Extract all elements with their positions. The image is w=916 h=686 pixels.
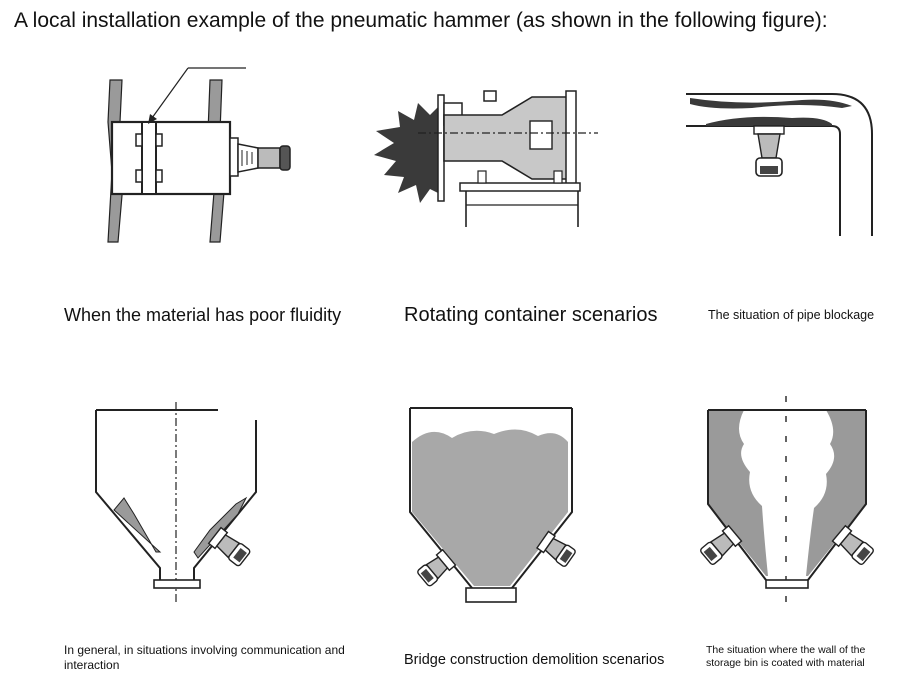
pneumatic-hammer-icon <box>207 526 251 567</box>
figure-general-hopper <box>90 402 280 606</box>
pneumatic-hammer-icon <box>753 125 785 177</box>
figure-wall-coated <box>690 396 890 612</box>
caption-bridge-demolition: Bridge construction demolition scenarios <box>404 652 665 668</box>
caption-pipe-blockage: The situation of pipe blockage <box>708 308 875 322</box>
figure-poor-fluidity <box>100 62 310 252</box>
caption-poor-fluidity: When the material has poor fluidity <box>64 305 342 325</box>
figure-bridge-demolition <box>402 402 586 610</box>
caption-rotating-container: Rotating container scenarios <box>404 304 658 326</box>
pneumatic-hammer-icon <box>536 530 576 567</box>
caption-wall-coated: The situation where the wall of the stor… <box>706 644 866 670</box>
figure-pipe-blockage <box>682 86 892 246</box>
caption-general-hopper: In general, in situations involving comm… <box>64 643 345 672</box>
pneumatic-hammer-icon <box>417 548 457 587</box>
figure-rotating-container <box>370 75 600 235</box>
pneumatic-hammer-icon <box>229 137 291 177</box>
pneumatic-hammer-icon <box>831 524 874 565</box>
pneumatic-hammer-icon <box>700 524 743 565</box>
page-title: A local installation example of the pneu… <box>14 9 828 32</box>
